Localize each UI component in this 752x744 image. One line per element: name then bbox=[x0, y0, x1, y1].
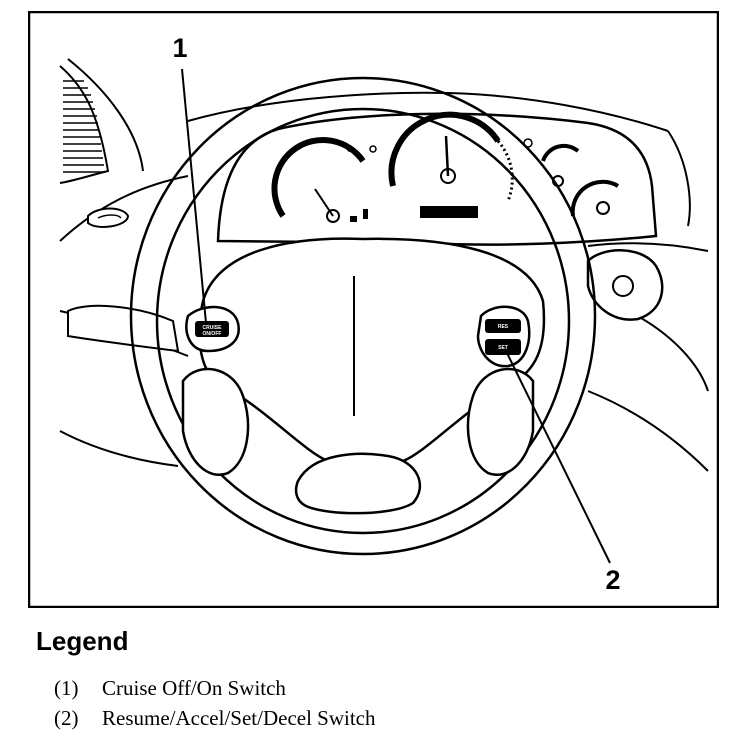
legend-list: (1) Cruise Off/On Switch (2) Resume/Accel/… bbox=[54, 673, 376, 733]
knee-bolster-left bbox=[67, 304, 180, 353]
cruise-switch-icon: CRUISE ON/OFF bbox=[185, 305, 240, 353]
svg-text:ON/OFF: ON/OFF bbox=[203, 331, 222, 337]
steering-wheel-diagram: CRUISE ON/OFF RES SET 1 2 bbox=[28, 11, 719, 608]
svg-text:SET: SET bbox=[498, 345, 508, 351]
callout-1: 1 bbox=[172, 33, 187, 63]
legend-item-text: Cruise Off/On Switch bbox=[102, 676, 286, 700]
door-handle-icon bbox=[87, 207, 130, 228]
steering-wheel-icon bbox=[129, 76, 597, 556]
callout-2: 2 bbox=[605, 565, 620, 595]
figure-frame: CRUISE ON/OFF RES SET 1 2 bbox=[28, 11, 719, 608]
resume-set-switch-icon: RES SET bbox=[476, 305, 531, 368]
air-vent-left-icon bbox=[59, 65, 110, 184]
legend-item-text: Resume/Accel/Set/Decel Switch bbox=[102, 706, 376, 730]
legend-title: Legend bbox=[36, 626, 129, 656]
legend-item: (2) Resume/Accel/Set/Decel Switch bbox=[54, 703, 376, 733]
svg-text:RES: RES bbox=[498, 324, 509, 330]
legend-item-number: (2) bbox=[54, 706, 79, 730]
svg-text:CRUISE: CRUISE bbox=[203, 325, 223, 331]
leader-line-1 bbox=[181, 68, 207, 324]
legend-item-number: (1) bbox=[54, 676, 79, 700]
air-vent-right-icon bbox=[586, 249, 664, 321]
instrument-cluster-icon bbox=[216, 111, 658, 246]
leader-line-2 bbox=[505, 350, 611, 564]
legend-item: (1) Cruise Off/On Switch bbox=[54, 673, 376, 703]
